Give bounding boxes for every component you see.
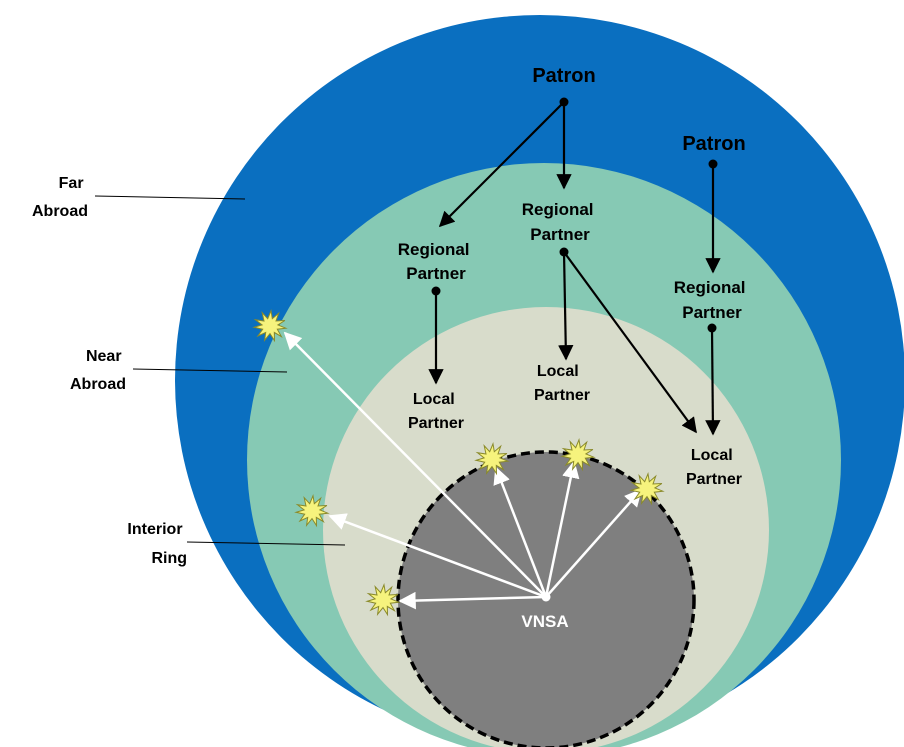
arrow-vnsa-to-burst-far: [283, 331, 547, 598]
arrow-regional2-to-local2: [558, 251, 574, 361]
regional-partner-2-label: Regional Partner: [522, 200, 599, 244]
arrow-vnsa-to-burst-edge-3: [545, 488, 643, 598]
interior-ring-label: Interior Ring: [127, 521, 187, 567]
burst-edge-2: [560, 437, 596, 472]
arrow-vnsa-to-burst-interior: [398, 591, 547, 610]
vnsa-label: VNSA: [521, 612, 568, 631]
far-abroad-label: Far Abroad: [32, 175, 88, 220]
arrow-vnsa-to-burst-edge-2: [544, 460, 580, 598]
patron1-dot: [559, 97, 569, 107]
network-origin-dots: [431, 97, 718, 333]
burst-edge-3: [629, 471, 665, 506]
vnsa-origin-dot: [541, 592, 551, 602]
near-abroad-label: Near Abroad: [70, 348, 126, 393]
arrow-regional2-to-local3: [563, 251, 697, 434]
far-abroad-leader: [94, 195, 246, 200]
regional1-dot: [431, 286, 441, 296]
arrow-patron1-to-regional1: [438, 101, 565, 228]
arrow-vnsa-to-burst-edge-1: [493, 466, 548, 598]
patron-1-label: Patron: [532, 65, 595, 87]
regional-partner-1-label: Regional Partner: [398, 240, 475, 283]
interior-ring-leader: [186, 541, 346, 546]
regional2-dot: [559, 247, 569, 257]
local-partner-2-label: Local Partner: [534, 363, 590, 404]
burst-edge-1: [474, 441, 510, 476]
regional-partner-3-label: Regional Partner: [674, 278, 751, 322]
arrow-vnsa-to-burst-near: [328, 513, 547, 599]
local-partner-3-label: Local Partner: [686, 447, 742, 488]
event-bursts: [252, 308, 665, 617]
vnsa-outreach-arrows: [283, 331, 643, 610]
regional3-dot: [707, 323, 717, 333]
patron-2-label: Patron: [682, 133, 745, 155]
local-partner-1-label: Local Partner: [408, 391, 464, 432]
partner-network-arrows: [428, 101, 721, 436]
arrow-regional3-to-local3: [705, 327, 721, 436]
patron2-dot: [708, 159, 718, 169]
burst-interior: [365, 582, 401, 617]
burst-near: [294, 493, 330, 528]
burst-far: [252, 308, 288, 343]
near-abroad-leader: [132, 368, 288, 373]
